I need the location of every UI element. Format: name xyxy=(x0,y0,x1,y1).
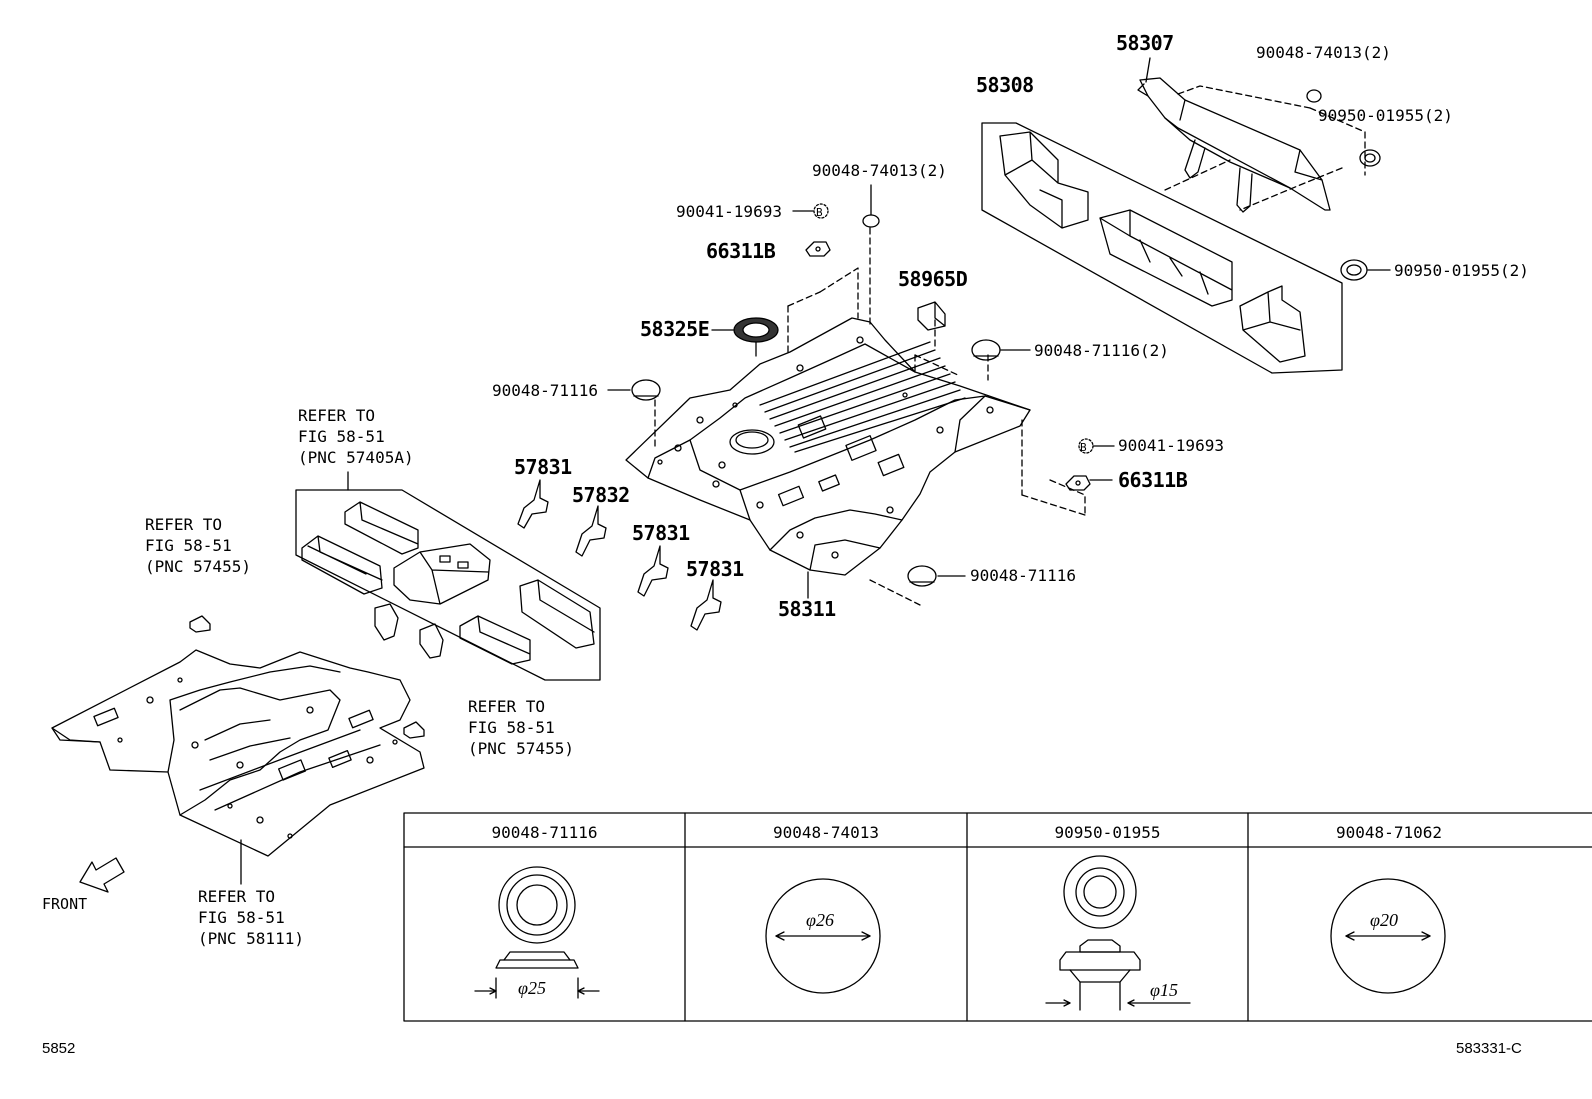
label-90048-71116-bottom: 90048-71116 xyxy=(970,566,1076,585)
spec-table-frame xyxy=(403,812,1592,1022)
plug-90048-74013-mid xyxy=(862,214,880,228)
dimension-col-4: φ20 xyxy=(1370,910,1398,930)
front-label: FRONT xyxy=(42,895,88,913)
label-circle-b-left: B xyxy=(816,206,823,219)
page-code: 5852 xyxy=(42,1040,76,1057)
rear-reinforcement-mid xyxy=(1099,209,1233,307)
inset-57405A-group xyxy=(295,471,601,681)
dimension-col-2: φ26 xyxy=(806,910,834,930)
plug-90048-71116-left xyxy=(607,379,661,401)
label-90950-01955-right: 90950-01955(2) xyxy=(1394,261,1529,280)
panel-58308-frame xyxy=(981,122,1343,374)
table-grommet-90048-71116 xyxy=(474,866,600,999)
figure-code: 583331-C xyxy=(1456,1040,1522,1057)
label-90048-71116-left: 90048-71116 xyxy=(492,381,598,400)
bracket-58965D xyxy=(917,301,946,331)
label-90048-74013-mid: 90048-74013(2) xyxy=(812,161,947,180)
label-57831-c: 57831 xyxy=(686,557,744,581)
label-58325E: 58325E xyxy=(640,317,710,341)
table-header-col-2: 90048-74013 xyxy=(773,823,879,842)
table-header-col-3: 90950-01955 xyxy=(1054,823,1161,842)
dimension-col-3: φ15 xyxy=(1150,980,1178,1000)
plug-90048-71116-bottom xyxy=(907,565,966,587)
guide-dashes-top xyxy=(1164,85,1366,211)
label-66311B-left: 66311B xyxy=(706,239,776,263)
bracket-57831-c xyxy=(690,579,722,631)
plug-90048-74013-top xyxy=(1306,89,1322,103)
label-57831-b: 57831 xyxy=(632,521,690,545)
label-66311B-right: 66311B xyxy=(1118,468,1188,492)
grommet-90950-01955-top xyxy=(1359,149,1381,167)
circle-b-left xyxy=(813,203,829,219)
table-header-col-1: 90048-71116 xyxy=(491,823,598,842)
plug-90048-71116-2 xyxy=(971,339,1031,361)
label-90041-19693-left: 90041-19693 xyxy=(676,202,782,221)
rear-bracket-right xyxy=(1239,285,1306,363)
label-58311: 58311 xyxy=(778,597,836,621)
leader-58307 xyxy=(1145,57,1151,83)
table-plug-90048-71062 xyxy=(1330,878,1446,994)
table-grommet-90950-01955 xyxy=(1045,855,1191,1011)
label-circle-b-right: B xyxy=(1080,441,1087,454)
grommet-90950-01955-right xyxy=(1340,259,1391,281)
dimension-col-1: φ25 xyxy=(518,978,546,998)
label-90048-74013-top: 90048-74013(2) xyxy=(1256,43,1391,62)
table-header-col-4: 90048-71062 xyxy=(1336,823,1442,842)
label-90048-71116-2: 90048-71116(2) xyxy=(1034,341,1169,360)
member-58307 xyxy=(1137,57,1331,213)
clip-66311B-left xyxy=(805,241,831,257)
front-floor-pan xyxy=(51,615,425,885)
guide-dashes-rear-floor xyxy=(654,227,1086,606)
label-90041-19693-right: 90041-19693 xyxy=(1118,436,1224,455)
label-58965D: 58965D xyxy=(898,267,968,291)
label-57831-a: 57831 xyxy=(514,455,572,479)
table-plug-90048-74013 xyxy=(765,878,881,994)
label-57832: 57832 xyxy=(572,483,630,507)
label-58308: 58308 xyxy=(976,73,1034,97)
front-arrow-icon xyxy=(79,857,125,893)
label-90950-01955-top: 90950-01955(2) xyxy=(1318,106,1453,125)
bracket-57832 xyxy=(575,505,607,557)
label-58307: 58307 xyxy=(1116,31,1174,55)
clip-66311B-right xyxy=(1065,475,1113,491)
rear-bracket-left xyxy=(999,131,1089,229)
bracket-57831-b xyxy=(637,545,669,597)
panel-58308-group xyxy=(981,122,1343,374)
jack-plate-58325E xyxy=(733,317,779,357)
rear-floor-pan-58311 xyxy=(625,317,1031,599)
bracket-57831-a xyxy=(517,479,549,529)
